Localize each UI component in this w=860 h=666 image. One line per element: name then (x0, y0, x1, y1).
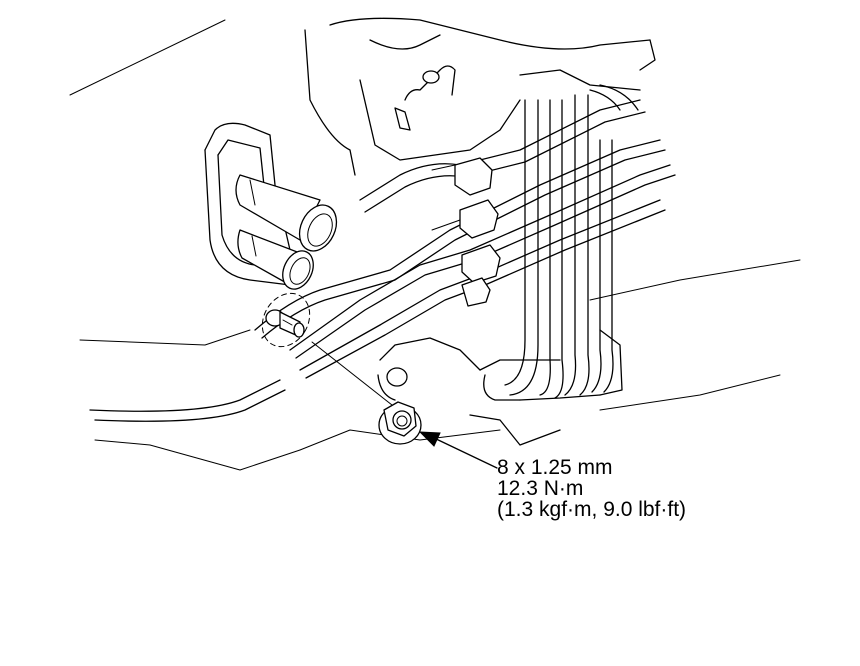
pipe-clips (431, 157, 501, 307)
thread-size-label: 8 x 1.25 mm (497, 456, 613, 479)
bolt-location (261, 292, 311, 348)
flange-nut (378, 401, 422, 445)
callout-arrow (418, 431, 498, 469)
torque-spec-callout: 8 x 1.25 mm 12.3 N·m (1.3 kgf·m, 9.0 lbf… (497, 457, 686, 520)
pipe-joints (235, 174, 338, 290)
body-outline (69, 19, 801, 471)
valve-body (377, 329, 623, 446)
dashed-location-circle (261, 292, 311, 348)
torque-nm-label: 12.3 N·m (497, 477, 584, 500)
brake-pipes (89, 99, 676, 422)
vertical-pipes (504, 84, 639, 399)
torque-alt-label: (1.3 kgf·m, 9.0 lbf·ft) (497, 498, 687, 521)
pipe-bracket (204, 122, 291, 286)
leader-line (311, 341, 393, 406)
upper-housing (304, 17, 656, 176)
